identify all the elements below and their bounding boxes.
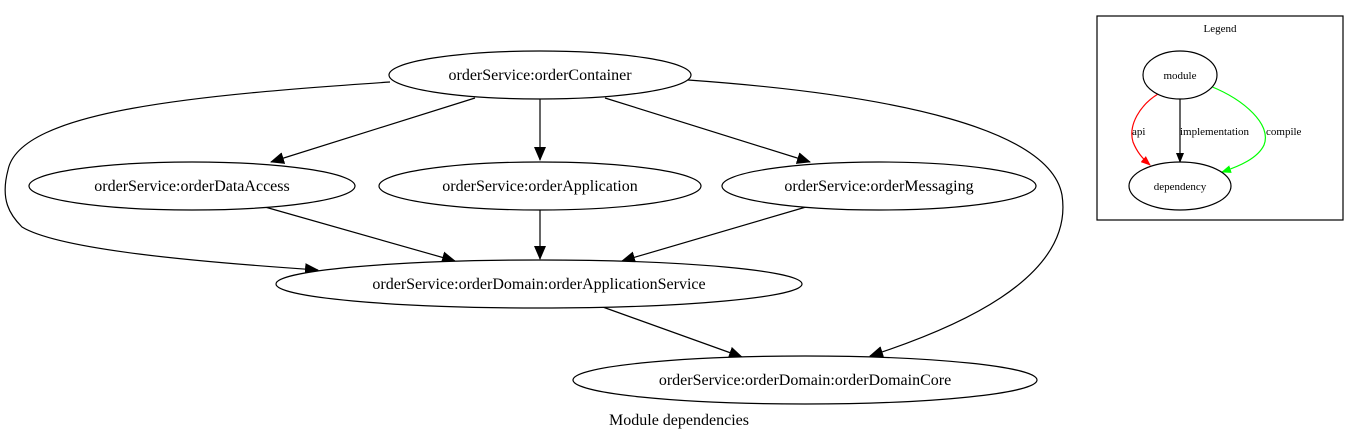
legend-node-module [1142, 50, 1218, 100]
legend: Legend api implementation compile module… [1096, 15, 1344, 221]
node-order-container-label: orderService:orderContainer [448, 67, 632, 84]
legend-node-dependency [1128, 161, 1232, 211]
node-order-messaging-label: orderService:orderMessaging [784, 178, 973, 195]
legend-title: Legend [1204, 23, 1237, 35]
edge-container-to-app-service [4, 81, 391, 276]
legend-edge-compile [1209, 85, 1266, 173]
node-order-application-service: orderService:orderDomain:orderApplicatio… [275, 259, 803, 309]
node-order-application-service-label: orderService:orderDomain:orderApplicatio… [372, 276, 705, 293]
node-order-domain-core-label: orderService:orderDomain:orderDomainCore [659, 372, 951, 389]
legend-module-label: module [1164, 70, 1197, 82]
node-order-domain-core: orderService:orderDomain:orderDomainCore [572, 355, 1038, 405]
edge-app-service-to-domain-core [599, 305, 743, 359]
legend-implementation-label: implementation [1180, 126, 1250, 138]
edge-container-to-messaging [604, 97, 811, 164]
node-order-container: orderService:orderContainer [388, 50, 692, 100]
legend-compile-label: compile [1266, 126, 1302, 138]
node-order-messaging: orderService:orderMessaging [721, 161, 1037, 211]
node-order-application-label: orderService:orderApplication [442, 178, 637, 195]
diagram-caption: Module dependencies [609, 412, 749, 429]
legend-edge-api [1131, 93, 1159, 166]
node-order-data-access: orderService:orderDataAccess [28, 161, 356, 211]
edge-container-to-domain-core [687, 79, 1064, 358]
legend-dependency-label: dependency [1154, 181, 1207, 193]
node-order-application: orderService:orderApplication [378, 161, 702, 211]
edge-container-to-data-access [270, 97, 476, 164]
edge-data-access-to-app-service [264, 206, 456, 264]
node-order-data-access-label: orderService:orderDataAccess [94, 178, 289, 195]
edge-messaging-to-app-service [621, 206, 807, 264]
legend-api-label: api [1132, 126, 1145, 138]
